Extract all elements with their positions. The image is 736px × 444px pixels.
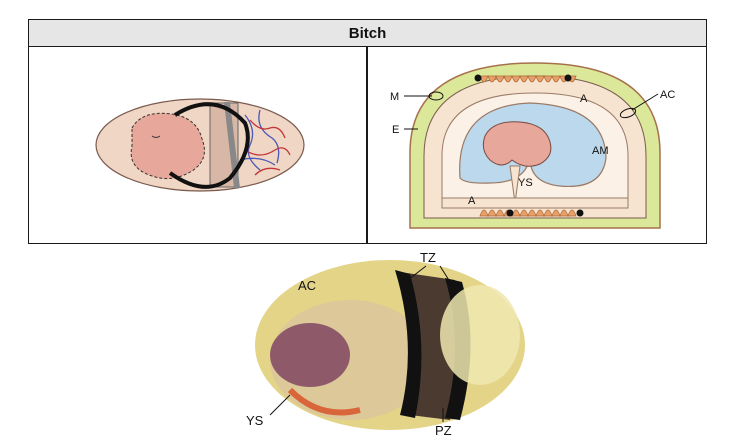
- photo-label-ac: AC: [298, 278, 316, 293]
- label-ac: AC: [660, 89, 675, 101]
- uterus-cross-section: M E A AC AM YS A: [380, 58, 690, 238]
- label-a-bottom: A: [468, 195, 476, 207]
- photo-label-tz: TZ: [420, 250, 436, 265]
- photo-label-pz: PZ: [435, 423, 452, 438]
- label-e: E: [392, 124, 399, 136]
- photo-label-ys: YS: [246, 413, 264, 428]
- label-ys: YS: [518, 177, 533, 189]
- conceptus-schematic: [80, 90, 320, 200]
- title-bar: Bitch: [29, 20, 706, 47]
- panel-divider: [366, 46, 368, 243]
- label-a-top: A: [580, 93, 588, 105]
- conceptus-photo: AC TZ YS PZ: [240, 250, 540, 440]
- label-am: AM: [592, 145, 609, 157]
- panel-title: Bitch: [349, 25, 387, 42]
- label-m: M: [390, 91, 399, 103]
